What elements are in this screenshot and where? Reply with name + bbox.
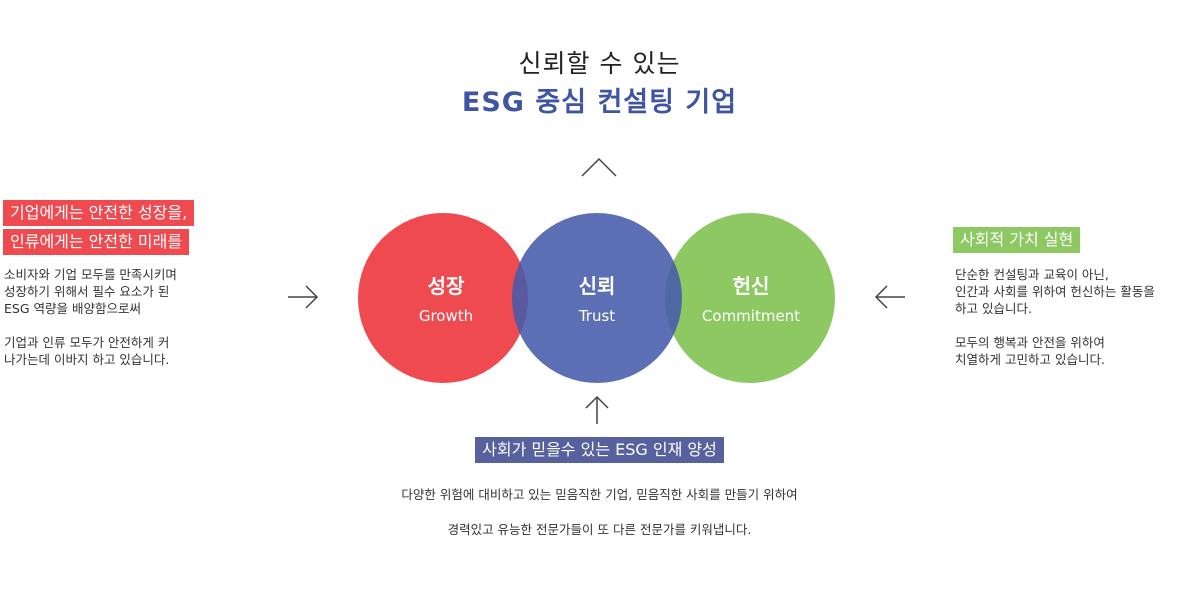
left-tag-line1: 기업에게는 안전한 성장을, bbox=[3, 200, 195, 226]
commitment-circle bbox=[665, 213, 835, 383]
commitment-subtitle: Commitment bbox=[701, 307, 801, 325]
bottom-line2: 경력있고 유능한 전문가들이 또 다른 전문가를 키워냅니다. bbox=[447, 522, 752, 537]
bottom-tag-block: 사회가 믿을수 있는 ESG 인재 양성 bbox=[0, 437, 1199, 463]
arrow-left-icon bbox=[873, 284, 907, 310]
right-para1-line: 단순한 컨설팅과 교육이 아닌, bbox=[955, 267, 1109, 282]
right-para1-line: 하고 있습니다. bbox=[955, 301, 1032, 316]
left-para2-line: 나가는데 이바지 하고 있습니다. bbox=[4, 352, 170, 367]
trust-label: 신뢰 Trust bbox=[512, 270, 682, 325]
right-para2-line: 치열하게 고민하고 있습니다. bbox=[955, 352, 1105, 367]
left-tag-block: 기업에게는 안전한 성장을, 인류에게는 안전한 미래를 bbox=[3, 200, 195, 255]
left-para1-line: ESG 역량을 배양함으로써 bbox=[4, 301, 141, 316]
bottom-line1: 다양한 위험에 대비하고 있는 믿음직한 기업, 믿음직한 사회를 만들기 위하… bbox=[401, 487, 798, 502]
right-tag-block: 사회적 가치 실현 bbox=[953, 227, 1081, 253]
left-para1-line: 성장하기 위해서 필수 요소가 된 bbox=[4, 284, 170, 299]
growth-label: 성장 Growth bbox=[361, 270, 531, 325]
chevron-up-icon bbox=[580, 155, 618, 179]
title-line1: 신뢰할 수 있는 bbox=[518, 49, 681, 78]
arrow-right-icon bbox=[286, 284, 320, 310]
growth-title: 성장 bbox=[427, 274, 465, 298]
right-para2-line: 모두의 행복과 안전을 위하여 bbox=[955, 335, 1105, 350]
right-description: 단순한 컨설팅과 교육이 아닌, 인간과 사회를 위하여 헌신하는 활동을 하고… bbox=[955, 266, 1155, 368]
growth-circle bbox=[358, 213, 528, 383]
trust-subtitle: Trust bbox=[578, 307, 616, 325]
trust-circle bbox=[512, 213, 682, 383]
bottom-tag: 사회가 믿을수 있는 ESG 인재 양성 bbox=[475, 437, 724, 463]
left-description: 소비자와 기업 모두를 만족시키며 성장하기 위해서 필수 요소가 된 ESG … bbox=[4, 266, 177, 368]
right-para1-line: 인간과 사회를 위하여 헌신하는 활동을 bbox=[955, 284, 1155, 299]
commitment-label: 헌신 Commitment bbox=[666, 270, 836, 325]
left-para2-line: 기업과 인류 모두가 안전하게 커 bbox=[4, 335, 170, 350]
right-tag: 사회적 가치 실현 bbox=[953, 227, 1081, 253]
left-para1-line: 소비자와 기업 모두를 만족시키며 bbox=[4, 267, 177, 282]
left-tag-line2: 인류에게는 안전한 미래를 bbox=[3, 229, 190, 255]
arrow-up-icon bbox=[584, 394, 610, 426]
growth-subtitle: Growth bbox=[418, 307, 474, 325]
trust-title: 신뢰 bbox=[578, 274, 616, 298]
title-line2: ESG 중심 컨설팅 기업 bbox=[461, 87, 738, 118]
commitment-title: 헌신 bbox=[732, 274, 770, 298]
